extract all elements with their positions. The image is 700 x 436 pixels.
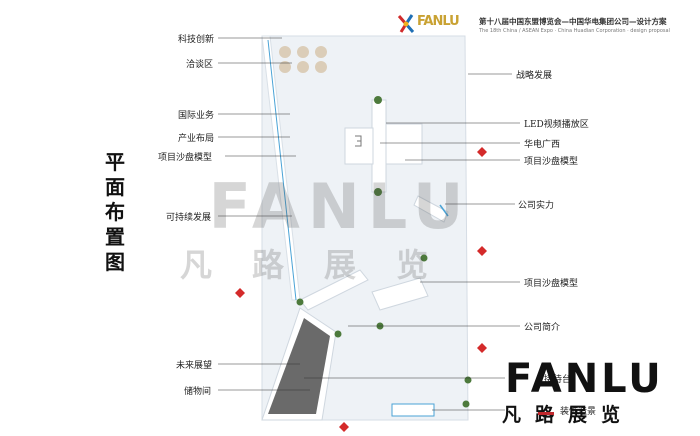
leader-lines: [218, 37, 520, 411]
label-storage-room: 储物间: [184, 387, 212, 397]
label-sustainable-development: 可持续发展: [166, 213, 212, 223]
title-char: 置: [105, 225, 125, 249]
brand-logo-subtext: 凡路展览: [502, 404, 635, 426]
header-subtitle: The 18th China / ASEAN Expo · China Huad…: [479, 28, 670, 34]
label-company-intro: 公司简介: [524, 323, 561, 333]
reception-desk: [391, 403, 435, 417]
label-tech-innovation: 科技创新: [178, 35, 215, 45]
led-video-block: [371, 99, 387, 193]
brand-logo: FANLU 凡路展览: [500, 356, 700, 436]
header-banner: FANLU 第十八届中国东盟博览会—中国华电集团公司—设计方案 The 18th…: [395, 12, 700, 38]
title-char: 图: [105, 250, 125, 274]
label-project-model-lower: 项目沙盘模型: [524, 279, 579, 289]
title-char: 布: [105, 200, 125, 224]
label-decorative-landscape: 装饰造景: [560, 407, 597, 417]
brand-accent-bar: [538, 412, 554, 415]
label-project-model-left: 项目沙盘模型: [158, 153, 213, 163]
label-negotiation-area: 洽谈区: [186, 60, 214, 70]
label-reception-desk: 接待台: [544, 375, 572, 385]
label-led-video-area: LED视频播放区: [524, 120, 589, 130]
company-strength-wall: [413, 195, 449, 223]
entrance-markers: [235, 147, 487, 432]
left-wall-blue-edge: [267, 39, 297, 301]
company-intro-wall: [299, 269, 369, 311]
label-huadian-guangxi: 华电广西: [524, 140, 561, 150]
project-model-stand: [371, 277, 429, 311]
page-title: 平 面 布 置 图: [100, 150, 130, 275]
expo-logo-icon: [397, 14, 415, 33]
title-char: 平: [105, 150, 125, 174]
title-char: 面: [105, 175, 125, 199]
label-industrial-layout: 产业布局: [178, 134, 215, 144]
negotiation-tables: [279, 46, 327, 73]
label-international-business: 国际业务: [178, 111, 215, 121]
label-strategic-development: 战略发展: [516, 71, 553, 81]
label-project-model-right: 项目沙盘模型: [524, 157, 579, 167]
header-title: 第十八届中国东盟博览会—中国华电集团公司—设计方案: [479, 17, 667, 26]
label-future-outlook: 未来展望: [176, 361, 213, 371]
label-company-strength: 公司实力: [518, 201, 555, 211]
brand-logo-text: FANLU: [505, 356, 664, 402]
led-panel-right: [385, 123, 423, 165]
header-logo-text: FANLU: [417, 14, 460, 29]
